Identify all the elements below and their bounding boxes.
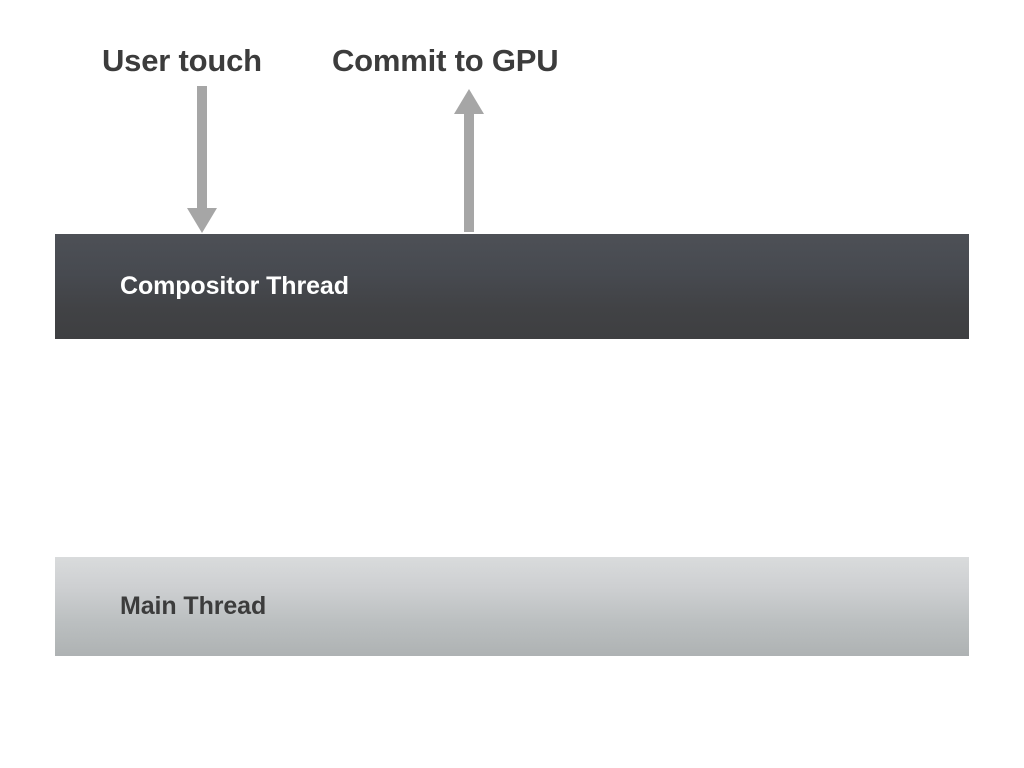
thread-lane-compositor: Compositor Thread — [55, 234, 969, 339]
thread-lane-label-compositor: Compositor Thread — [120, 272, 349, 300]
annotation-label-commit-to-gpu: Commit to GPU — [332, 43, 559, 78]
arrow-down-icon-user-touch — [185, 86, 219, 234]
annotation-label-user-touch: User touch — [102, 43, 262, 78]
thread-lane-label-main: Main Thread — [120, 592, 267, 620]
arrow-up-icon-commit-to-gpu — [452, 88, 486, 232]
thread-lane-main: Main Thread — [55, 557, 969, 656]
